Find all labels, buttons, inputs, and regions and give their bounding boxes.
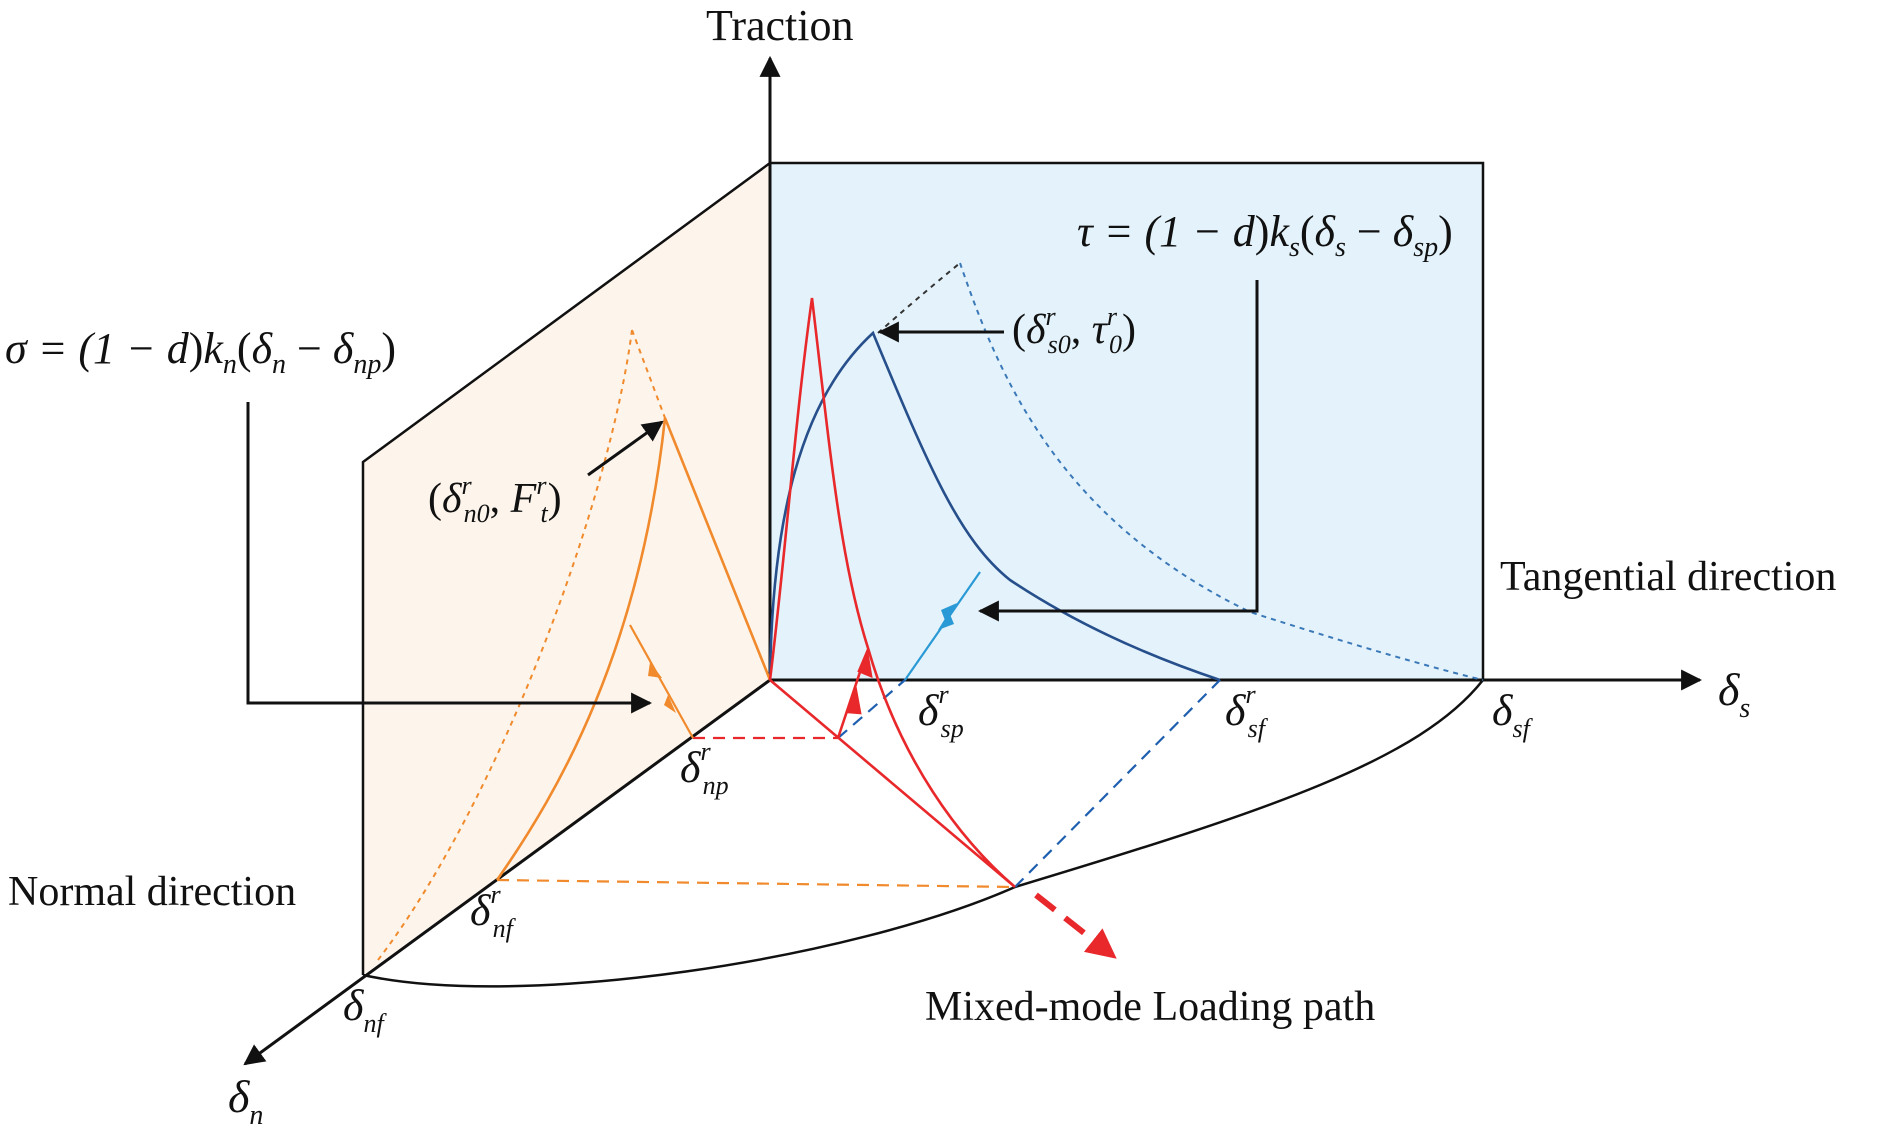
tangential-axis-label: δs [1718,664,1750,724]
normal-traction-curve [495,417,772,881]
traction-axis-label: Traction [706,1,854,50]
tangential-direction-label: Tangential direction [1500,554,1836,600]
normal-axis-label: δn [228,1071,263,1131]
mixed-mode-traction-curve [768,297,1016,888]
normal-unload-path [629,624,694,739]
plane-outlines [361,161,1485,975]
delta-nf-label: δnf [343,981,387,1038]
normal-direction-label: Normal direction [8,869,296,915]
loading-path-arrow [1034,892,1117,959]
normal-equation: σ = (1 − d)kn(δn − δnp) [5,324,396,380]
leader-arrows [246,280,1259,714]
failure-envelope-curve [362,679,1484,988]
normal-plane [363,163,770,975]
loading-path-label: Mixed-mode Loading path [925,984,1375,1030]
tangential-plane [770,163,1483,680]
normal-axis [243,678,771,1066]
shear-equation: τ = (1 − d)ks(δs − δsp) [1077,207,1453,263]
projection-lines [496,679,1221,889]
shear-unload-path [904,571,981,681]
mixed-mode-unload-path [836,647,873,739]
delta-sf-label: δsf [1492,686,1534,743]
